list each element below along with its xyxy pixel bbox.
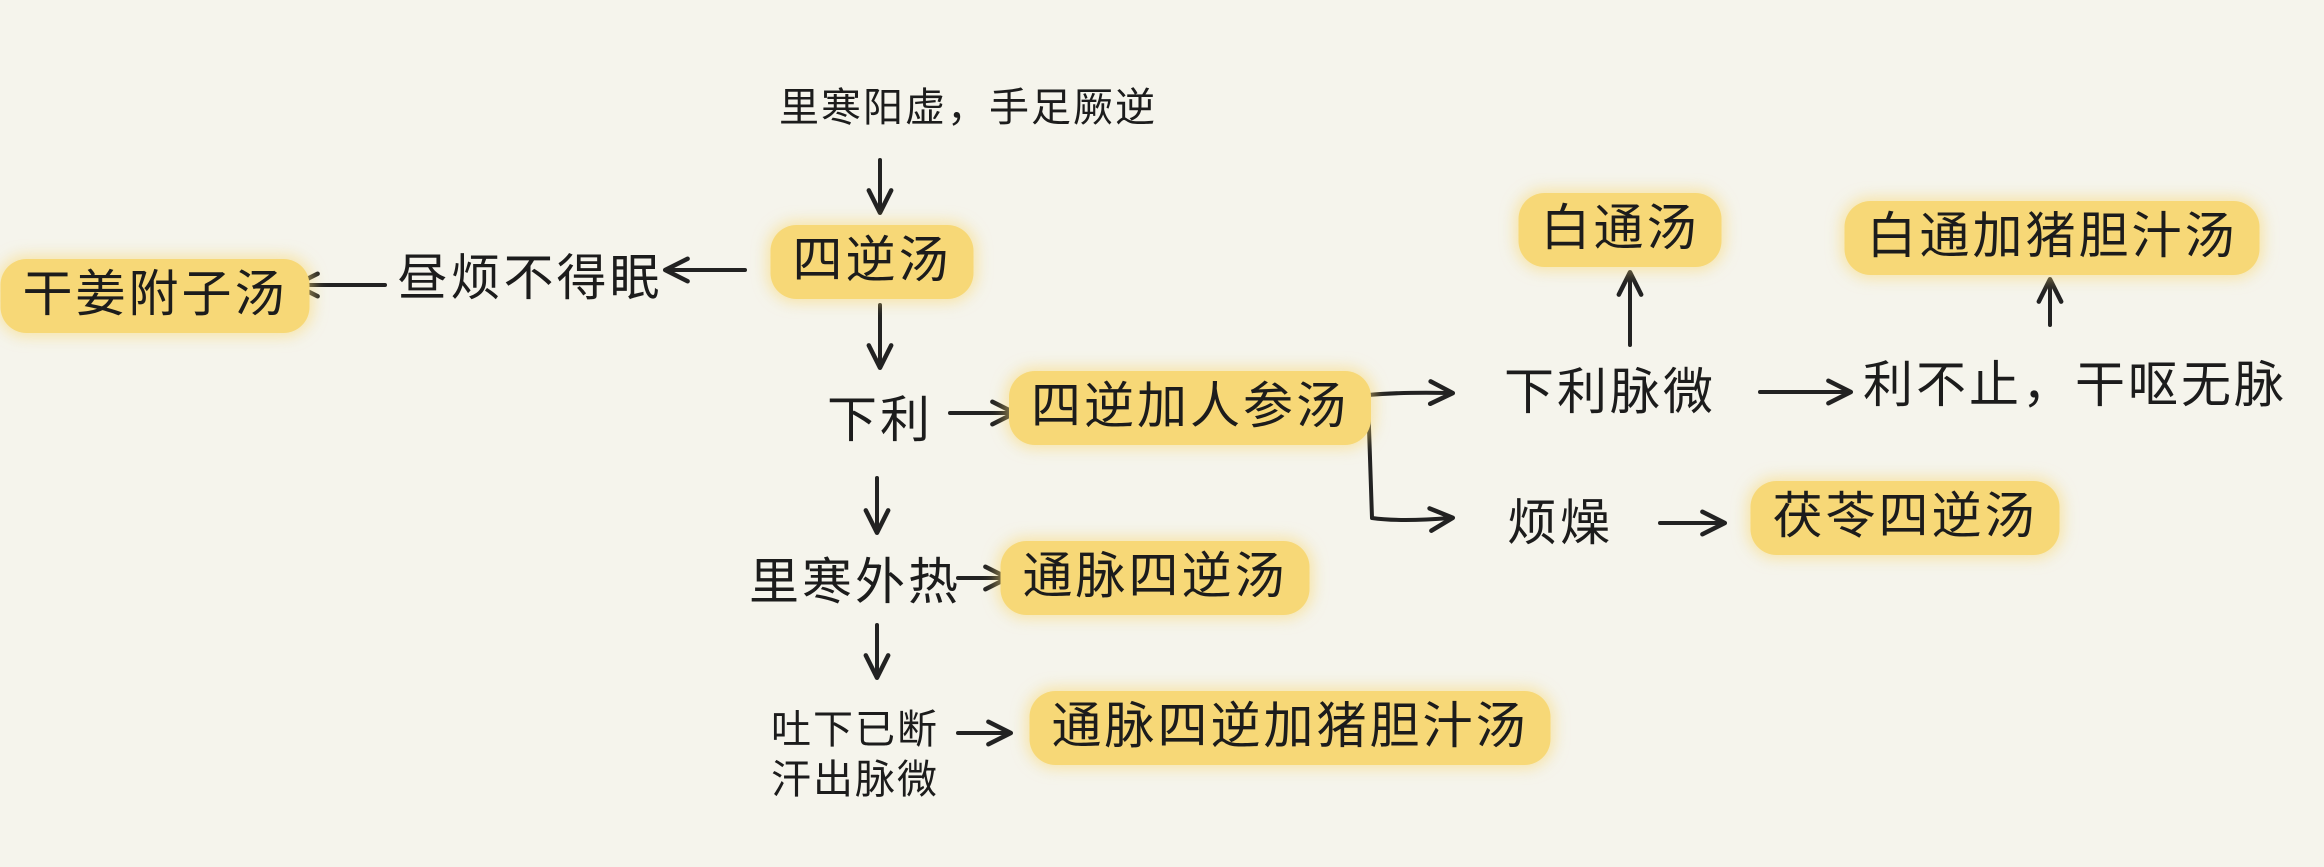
node-bai-tong-jia-zhu-dan-zhi-tang: 白通加猪胆汁汤 <box>1844 201 2260 275</box>
node-xia-li-mai-wei: 下利脉微 <box>1504 363 1716 421</box>
node-li-bu-zhi-gan-ou-wu-mai: 利不止，干呕无脉 <box>1863 356 2287 414</box>
node-li-han-wai-re: 里寒外热 <box>749 553 961 611</box>
node-fu-ling-si-ni-tang: 茯苓四逆汤 <box>1750 481 2060 555</box>
node-bai-tong-tang: 白通汤 <box>1518 193 1722 267</box>
node-tong-mai-si-ni-tang: 通脉四逆汤 <box>1000 541 1310 615</box>
node-fan-zao: 烦燥 <box>1507 494 1613 552</box>
arrow-split-to-fanzao <box>1366 396 1456 533</box>
node-gan-jiang-fu-zi-tang: 干姜附子汤 <box>0 259 310 333</box>
node-zhou-fan-bu-de-mian: 昼烦不得眠 <box>397 249 663 307</box>
node-si-ni-jia-ren-shen-tang: 四逆加人参汤 <box>1009 371 1371 445</box>
arrow-split-to-xialimaiwei <box>1363 379 1456 407</box>
node-tu-xia-yi-duan: 吐下已断 汗出脉微 <box>771 707 939 803</box>
node-si-ni-tang: 四逆汤 <box>770 225 974 299</box>
node-tong-mai-si-ni-jia-zhu-dan-zhi-tang: 通脉四逆加猪胆汁汤 <box>1029 691 1551 765</box>
node-xia-li: 下利 <box>827 391 933 449</box>
node-li-han-yang-xu: 里寒阳虚，手足厥逆 <box>779 85 1157 131</box>
